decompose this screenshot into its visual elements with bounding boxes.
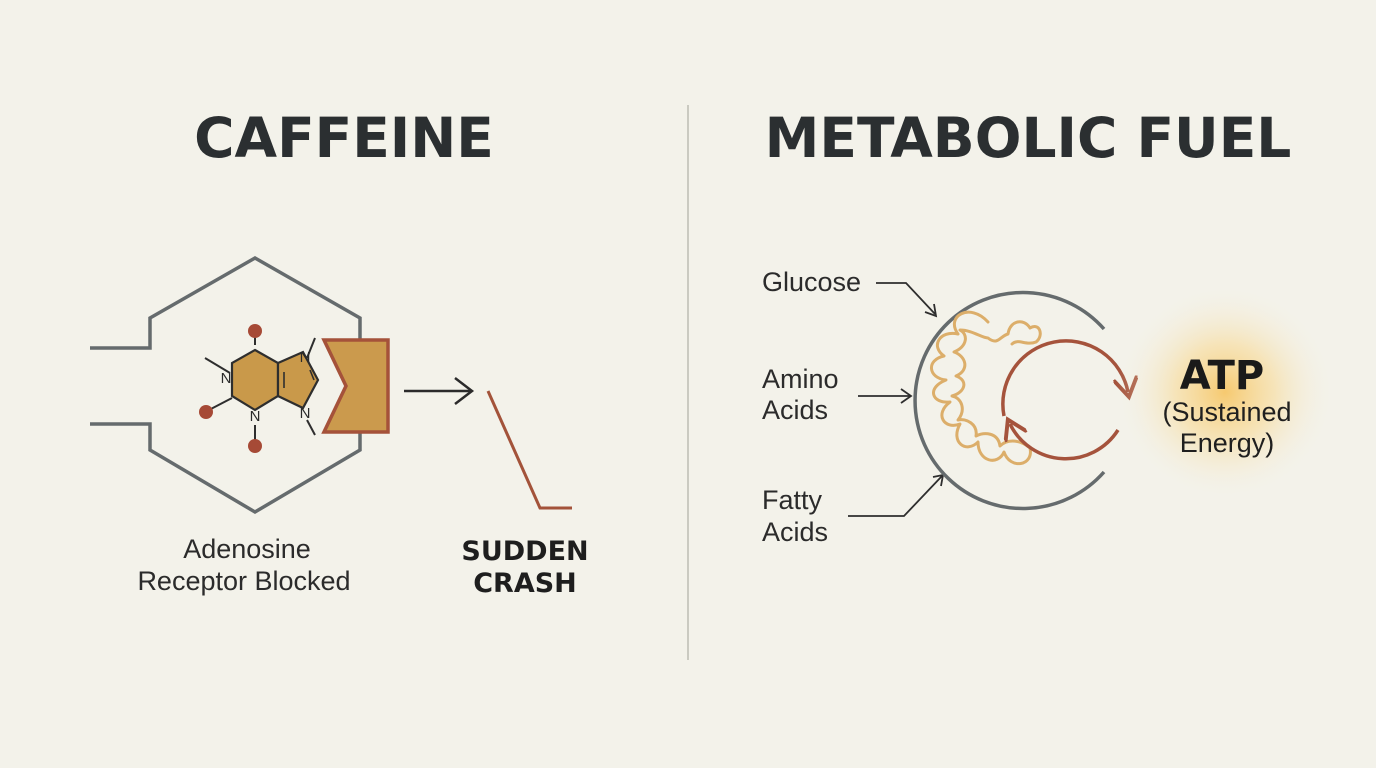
mitochondrion-outer-membrane [913,290,1106,511]
amino-acids-label-line1: Amino [762,364,839,394]
crash-line [486,390,572,510]
crash-label-line1: SUDDEN [461,536,588,567]
krebs-cycle-arrow-bottom [1010,424,1120,461]
atom-label-n2: N [250,408,261,425]
atp-glow [1115,284,1335,500]
receptor-blocker-shape [321,338,390,434]
metabolic-fuel-title: METABOLIC FUEL [765,106,1292,170]
receptor-label-line2: Receptor Blocked [137,566,350,596]
fatty-acids-arrow-icon [848,473,945,517]
fatty-acids-label-line2: Acids [762,517,828,547]
atp-label-line1: (Sustained [1162,397,1291,427]
right-arrow-icon [404,377,475,405]
atp-label-line2: Energy) [1180,428,1275,458]
mitochondrion-cristae [930,310,1042,465]
crash-label-line2: CRASH [473,568,577,599]
caffeine-title: CAFFEINE [194,106,494,170]
atp-title: ATP [1180,353,1264,399]
amino-acids-label-line2: Acids [762,395,828,425]
amino-acids-arrow-icon [858,388,913,404]
glucose-arrow-icon [876,282,938,318]
krebs-cycle-arrow-top [1001,339,1128,417]
receptor-label-line1: Adenosine [183,534,311,564]
atom-label-n4: N [300,405,311,422]
fatty-acids-label-line1: Fatty [762,485,823,515]
atom-label-n3: N [300,349,311,366]
caffeine-molecule-icon [199,324,320,453]
glucose-label: Glucose [762,267,861,297]
atom-label-n1: N [221,370,232,387]
